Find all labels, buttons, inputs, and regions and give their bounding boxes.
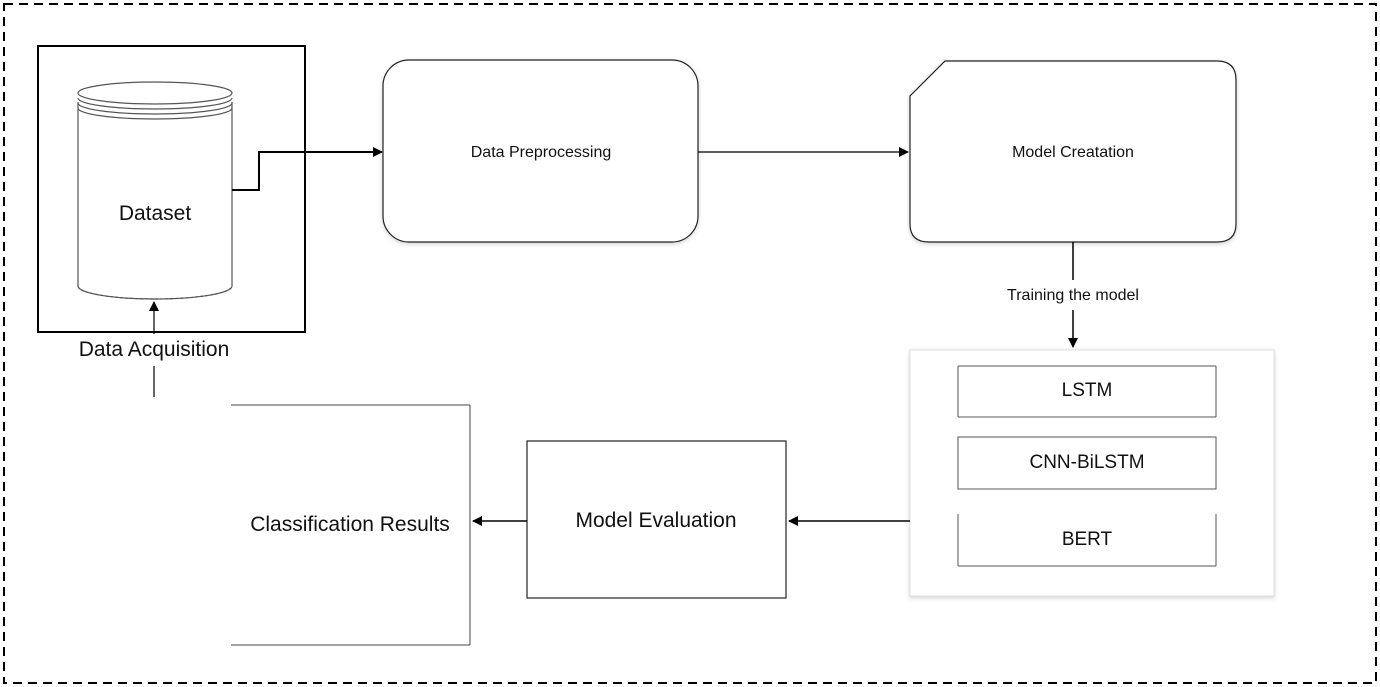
training-label: Training the model (1007, 287, 1139, 304)
outer-frame (3, 3, 1377, 684)
data-acquisition-label: Data Acquisition (78, 338, 230, 361)
data-preprocessing-box (382, 59, 699, 243)
dataset-to-preprocessing-arrow (232, 147, 383, 191)
model-evaluation-label: Model Evaluation (575, 509, 737, 532)
model-lstm-label: LSTM (1061, 380, 1113, 401)
model-box-cnn-bilstm (957, 436, 1217, 490)
database-cylinder-icon (77, 81, 233, 300)
dataset-label: Dataset (118, 202, 192, 225)
model-bert-label: BERT (1061, 529, 1113, 550)
model-cnn-bilstm-label: CNN-BiLSTM (1029, 452, 1145, 473)
model-creation-label: Model Creatation (1012, 144, 1134, 161)
data-preprocessing-label: Data Preprocessing (470, 144, 612, 161)
model-creation-box (909, 60, 1237, 243)
classification-results-label: Classification Results (250, 513, 450, 536)
model-evaluation-box (526, 440, 787, 599)
model-box-bert (957, 514, 1217, 567)
classification-results-box (231, 404, 471, 646)
model-box-lstm (957, 365, 1217, 418)
